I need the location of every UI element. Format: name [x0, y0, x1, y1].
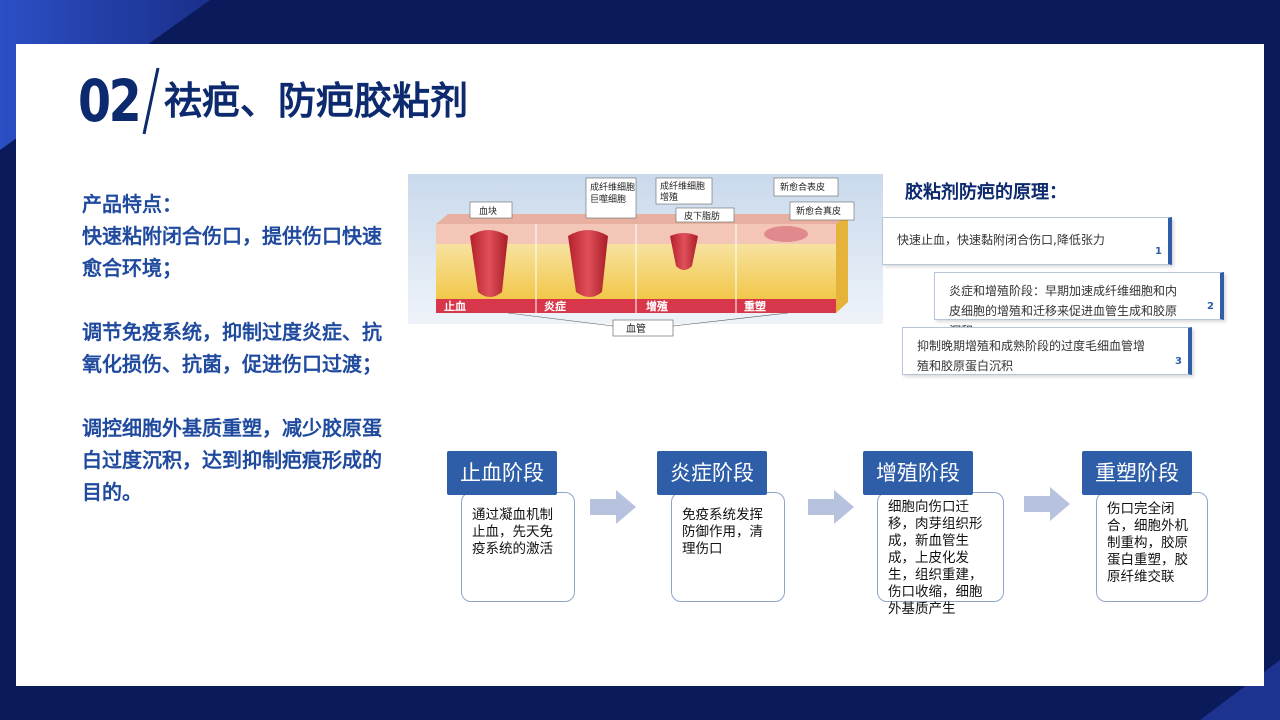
principle-item-3: 抑制晚期增殖和成熟阶段的过度毛细血管增殖和胶原蛋白沉积 3 [902, 327, 1192, 375]
phase-label-1: 止血 [444, 299, 466, 313]
arrow-icon [590, 490, 636, 524]
stage-3-title: 增殖阶段 [863, 451, 973, 495]
stage-1-title: 止血阶段 [447, 451, 557, 495]
label-fibroblast-macrophage-2: 巨噬细胞 [590, 193, 626, 205]
label-fibroblast-macrophage-1: 成纤维细胞 [590, 181, 635, 193]
stage-2-body: 免疫系统发挥防御作用，清理伤口 [671, 492, 785, 602]
label-new-epidermis: 新愈合表皮 [780, 181, 825, 193]
phase-label-3: 增殖 [646, 299, 668, 313]
title-number: 02 [78, 67, 142, 135]
stage-1-body: 通过凝血机制止血，先天免疫系统的激活 [461, 492, 575, 602]
label-fibroblast-prolif-2: 增殖 [660, 191, 678, 203]
label-vessel: 血管 [626, 322, 646, 335]
phase-label-2: 炎症 [544, 299, 566, 313]
principle-item-2: 炎症和增殖阶段：早期加速成纤维细胞和内皮细胞的增殖和迁移来促进血管生成和胶原沉积… [934, 272, 1224, 338]
principle-item-1-text: 快速止血，快速黏附闭合伤口,降低张力 [897, 233, 1105, 247]
title-text: 祛疤、防疤胶粘剂 [164, 79, 469, 123]
arrow-icon [808, 490, 854, 524]
features-heading: 产品特点： [82, 192, 182, 216]
stage-2-title: 炎症阶段 [657, 451, 767, 495]
principle-item-2-text: 炎症和增殖阶段：早期加速成纤维细胞和内皮细胞的增殖和迁移来促进血管生成和胶原沉积… [949, 284, 1178, 338]
principle-item-1: 快速止血，快速黏附闭合伤口,降低张力 1 [882, 217, 1172, 265]
product-features: 产品特点： 快速粘附闭合伤口，提供伤口快速愈合环境； 调节免疫系统，抑制过度炎症… [82, 188, 382, 508]
label-new-dermis: 新愈合真皮 [796, 205, 841, 217]
phase-label-4: 重塑 [744, 299, 766, 313]
label-fat: 皮下脂肪 [684, 210, 720, 222]
feature-item-2: 调节免疫系统，抑制过度炎症、抗氧化损伤、抗菌，促进伤口过渡； [82, 320, 382, 376]
principle-item-3-text: 抑制晚期增殖和成熟阶段的过度毛细血管增殖和胶原蛋白沉积 [917, 339, 1146, 373]
feature-item-3: 调控细胞外基质重塑，减少胶原蛋白过度沉积，达到抑制疤痕形成的目的。 [82, 416, 382, 504]
label-clot: 血块 [479, 205, 497, 217]
stage-1-desc: 通过凝血机制止血，先天免疫系统的激活 [472, 507, 553, 557]
wound-healing-illustration: 血块 成纤维细胞 巨噬细胞 成纤维细胞 增殖 皮下脂肪 新愈合表皮 新愈合真皮 … [408, 174, 883, 337]
stage-3-desc: 细胞向伤口迁移，肉芽组织形成，新血管生成，上皮化发生，组织重建，伤口收缩，细胞外… [888, 499, 983, 617]
stage-4-body: 伤口完全闭合，细胞外机制重构，胶原蛋白重塑，胶原纤维交联 [1096, 492, 1208, 602]
title-divider [142, 67, 160, 135]
principle-item-3-number: 3 [1175, 356, 1182, 367]
feature-item-1: 快速粘附闭合伤口，提供伤口快速愈合环境； [82, 224, 382, 280]
principle-item-1-number: 1 [1155, 246, 1162, 257]
stage-4-desc: 伤口完全闭合，细胞外机制重构，胶原蛋白重塑，胶原纤维交联 [1107, 501, 1188, 585]
stage-4-title: 重塑阶段 [1082, 451, 1192, 495]
stage-2-desc: 免疫系统发挥防御作用，清理伤口 [682, 507, 763, 557]
stage-3-body: 细胞向伤口迁移，肉芽组织形成，新血管生成，上皮化发生，组织重建，伤口收缩，细胞外… [877, 492, 1004, 617]
arrow-icon [1024, 487, 1070, 521]
label-fibroblast-prolif-1: 成纤维细胞 [660, 180, 705, 192]
principle-item-2-number: 2 [1207, 301, 1214, 312]
principle-title: 胶粘剂防疤的原理： [905, 182, 1067, 203]
